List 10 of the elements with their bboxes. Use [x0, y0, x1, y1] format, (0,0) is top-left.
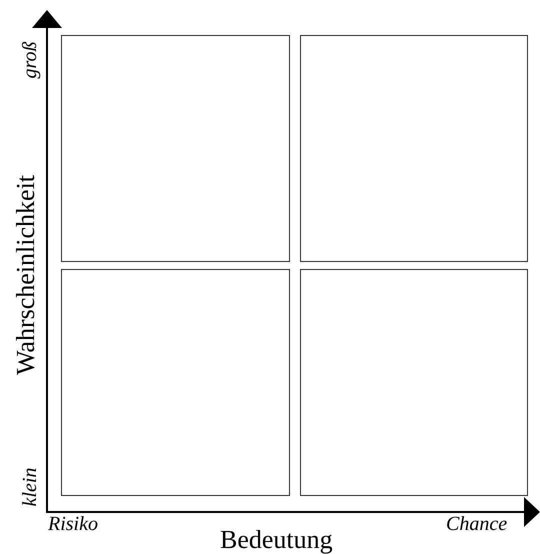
axis-end-label: Chance: [446, 514, 508, 534]
quadrant-box: [300, 269, 528, 496]
quadrant-box: [61, 269, 290, 496]
quadrant-box: [61, 35, 290, 262]
axis-title: Bedeutung: [220, 527, 333, 553]
axis-end-label: groß: [20, 41, 40, 79]
axis-end-label: Risiko: [48, 514, 98, 534]
axis-title: Wahrscheinlichkeit: [13, 174, 39, 376]
axis-end-label: klein: [20, 468, 40, 506]
quadrant-box: [300, 35, 528, 262]
